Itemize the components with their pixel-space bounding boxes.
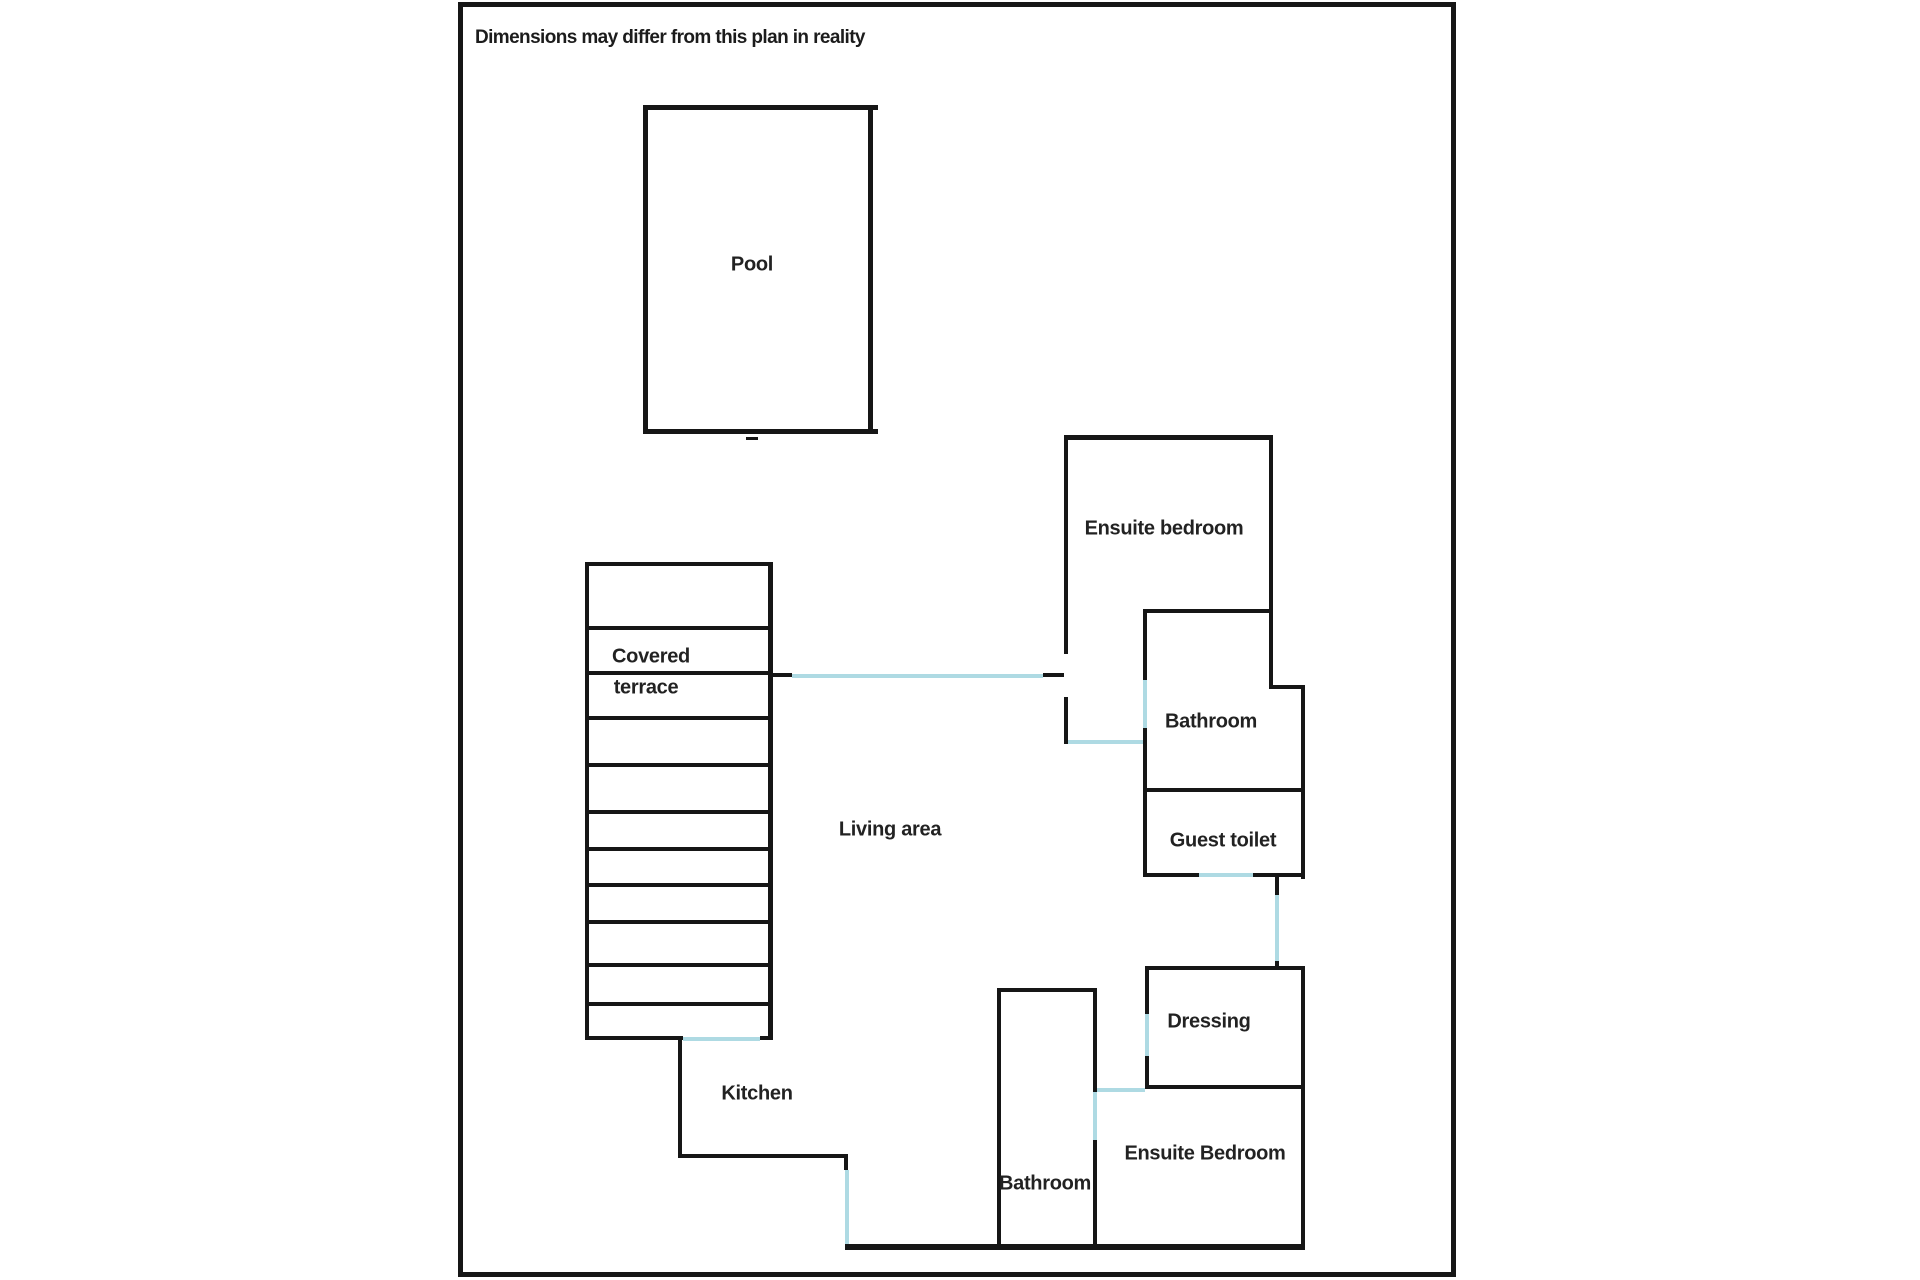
pool-bottom [643,429,878,434]
bathroom-top-left-a [1143,609,1147,680]
room-label-kitchen: Kitchen [721,1082,793,1105]
terrace-top [585,562,773,566]
terrace-slat [589,763,768,767]
terrace-slat [589,626,768,630]
ensuite-top-left-b [1064,697,1068,744]
door-bathroom-top-left [1143,680,1147,728]
door-dressing-bathroom [1097,1088,1145,1092]
disclaimer-text: Dimensions may differ from this plan in … [475,27,866,48]
room-label-dressing: Dressing [1167,1010,1251,1033]
terrace-slat [589,716,768,720]
terrace-slat [589,810,768,814]
dressing-left-b [1145,1056,1149,1089]
room-label-covered: Covered [612,645,690,668]
terrace-right [768,562,773,1040]
room-label-ensuite-bedroom-top: Ensuite bedroom [1084,517,1244,540]
terrace-slat [589,847,768,851]
guest-toilet-bottom-b [1253,873,1305,877]
pool-top [643,105,878,110]
outer-border-left [458,2,463,1277]
dressing-left-a [1145,966,1149,1014]
guest-toilet-bottom-a [1143,873,1199,877]
outer-border-bottom [458,1272,1456,1277]
room-label-bathroom-bottom: Bathroom [998,1172,1092,1195]
bathroom-top-bottom [1143,788,1305,792]
bathroom-top-left-b [1143,728,1147,792]
terrace-bottom-cap [760,1036,773,1040]
outer-border-right [1451,2,1456,1277]
dressing-right [1301,966,1305,1249]
door-dressing-left [1145,1014,1149,1056]
passage-cap-left [773,673,792,677]
door-living-passage [792,674,1043,678]
door-kitchen-vertical [845,1170,849,1244]
terrace-slat [589,963,768,967]
bathroom-bottom-top [997,988,1097,992]
kitchen-left [678,1040,682,1158]
door-corridor-vertical [1275,895,1279,961]
terrace-bottom-left [585,1036,683,1040]
passage-cap-right [1043,673,1064,677]
ensuite-top-right [1269,435,1273,689]
pool-dash [746,437,758,440]
bathroom-top-top [1143,609,1273,613]
pool-left [643,105,648,434]
kitchen-bottom [678,1154,848,1158]
room-label-bathroom-top: Bathroom [1164,710,1258,733]
ensuite-top-top [1064,435,1273,440]
bathroom-bottom-right-a [1093,988,1097,1092]
room-label-living-area: Living area [838,818,942,841]
guest-toilet-left [1143,788,1147,877]
room-label-ensuite-bedroom-bottom: Ensuite Bedroom [1124,1142,1286,1165]
bathroom-bottom-right-b [1093,1140,1097,1248]
terrace-slat [589,671,768,675]
bathroom-bottom-left [997,988,1001,1248]
door-ensuite-top-bottom [1068,740,1143,744]
terrace-left [585,562,589,1040]
corridor-tick-bottom [1275,961,1279,969]
ensuite-top-left-a [1064,435,1068,654]
terrace-slat [589,883,768,887]
terrace-slat [589,1002,768,1006]
building-bottom [845,1244,1305,1250]
room-label-guest-toilet: Guest toilet [1169,829,1277,852]
ensuite-top-jog [1269,685,1305,689]
door-bathroom-bottom-right [1093,1092,1097,1140]
door-guest-toilet [1199,873,1253,877]
pool-right [868,105,873,434]
side-wall-right [1301,685,1305,879]
terrace-slat [589,920,768,924]
room-label-terrace: terrace [613,676,679,699]
door-terrace-bottom [683,1037,760,1041]
kitchen-tick [844,1154,848,1170]
dressing-bottom [1145,1085,1305,1089]
corridor-tick-top [1275,877,1279,895]
room-label-pool: Pool [730,253,774,276]
outer-border-top [458,2,1456,7]
dressing-top [1145,966,1305,970]
